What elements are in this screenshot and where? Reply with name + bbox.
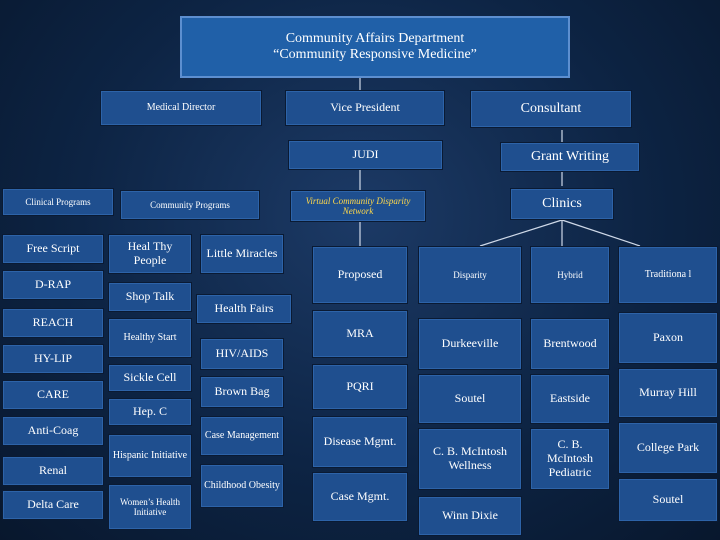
clinical-program-delta-care: Delta Care bbox=[2, 490, 104, 520]
soutel-box-2: Soutel bbox=[618, 478, 718, 522]
department-title: Community Affairs Department bbox=[285, 30, 465, 46]
hispanic-initiative-box: Hispanic Initiative bbox=[108, 434, 192, 478]
shop-talk-box: Shop Talk bbox=[108, 282, 192, 312]
medical-director-box: Medical Director bbox=[100, 90, 262, 126]
sickle-cell-box: Sickle Cell bbox=[108, 364, 192, 392]
durkeeville-box: Durkeeville bbox=[418, 318, 522, 370]
clinical-program-d-rap: D-RAP bbox=[2, 270, 104, 300]
hiv-aids-box: HIV/AIDS bbox=[200, 338, 284, 370]
community-programs-header: Community Programs bbox=[120, 190, 260, 220]
womens-health-initiative-box: Women’s Health Initiative bbox=[108, 484, 192, 530]
heal-thy-people-box: Heal Thy People bbox=[108, 234, 192, 274]
pqri-box: PQRI bbox=[312, 364, 408, 410]
college-park-box: College Park bbox=[618, 422, 718, 474]
judi-box: JUDI bbox=[288, 140, 443, 170]
department-subtitle: “Community Responsive Medicine” bbox=[273, 47, 477, 62]
murray-hill-box: Murray Hill bbox=[618, 368, 718, 418]
clinical-program-reach: REACH bbox=[2, 308, 104, 338]
clinics-header: Clinics bbox=[510, 188, 614, 220]
soutel-box-1: Soutel bbox=[418, 374, 522, 424]
case-management-box: Case Management bbox=[200, 416, 284, 456]
hep-c-box: Hep. C bbox=[108, 398, 192, 426]
brown-bag-box: Brown Bag bbox=[200, 376, 284, 408]
childhood-obesity-box: Childhood Obesity bbox=[200, 464, 284, 508]
disease-mgmt-box: Disease Mgmt. bbox=[312, 416, 408, 468]
health-fairs-box: Health Fairs bbox=[196, 294, 292, 324]
cb-mcintosh-pediatric-box: C. B. McIntosh Pediatric bbox=[530, 428, 610, 490]
clinical-program-hy-lip: HY-LIP bbox=[2, 344, 104, 374]
clinical-program-renal: Renal bbox=[2, 456, 104, 486]
mra-box: MRA bbox=[312, 310, 408, 358]
healthy-start-box: Healthy Start bbox=[108, 318, 192, 358]
traditional-box: Traditiona l bbox=[618, 246, 718, 304]
paxon-box: Paxon bbox=[618, 312, 718, 364]
department-title-box: Community Affairs Department “Community … bbox=[180, 16, 570, 78]
clinical-program-care: CARE bbox=[2, 380, 104, 410]
clinical-program-free-script: Free Script bbox=[2, 234, 104, 264]
proposed-box: Proposed bbox=[312, 246, 408, 304]
little-miracles-box: Little Miracles bbox=[200, 234, 284, 274]
virtual-network-header: Virtual Community Disparity Network bbox=[290, 190, 426, 222]
disparity-box: Disparity bbox=[418, 246, 522, 304]
clinical-program-anti-coag: Anti-Coag bbox=[2, 416, 104, 446]
hybrid-box: Hybrid bbox=[530, 246, 610, 304]
clinical-programs-header: Clinical Programs bbox=[2, 188, 114, 216]
cb-mcintosh-wellness-box: C. B. McIntosh Wellness bbox=[418, 428, 522, 490]
eastside-box: Eastside bbox=[530, 374, 610, 424]
consultant-box: Consultant bbox=[470, 90, 632, 128]
winn-dixie-box: Winn Dixie bbox=[418, 496, 522, 536]
grant-writing-box: Grant Writing bbox=[500, 142, 640, 172]
case-mgmt-box: Case Mgmt. bbox=[312, 472, 408, 522]
brentwood-box: Brentwood bbox=[530, 318, 610, 370]
vice-president-box: Vice President bbox=[285, 90, 445, 126]
